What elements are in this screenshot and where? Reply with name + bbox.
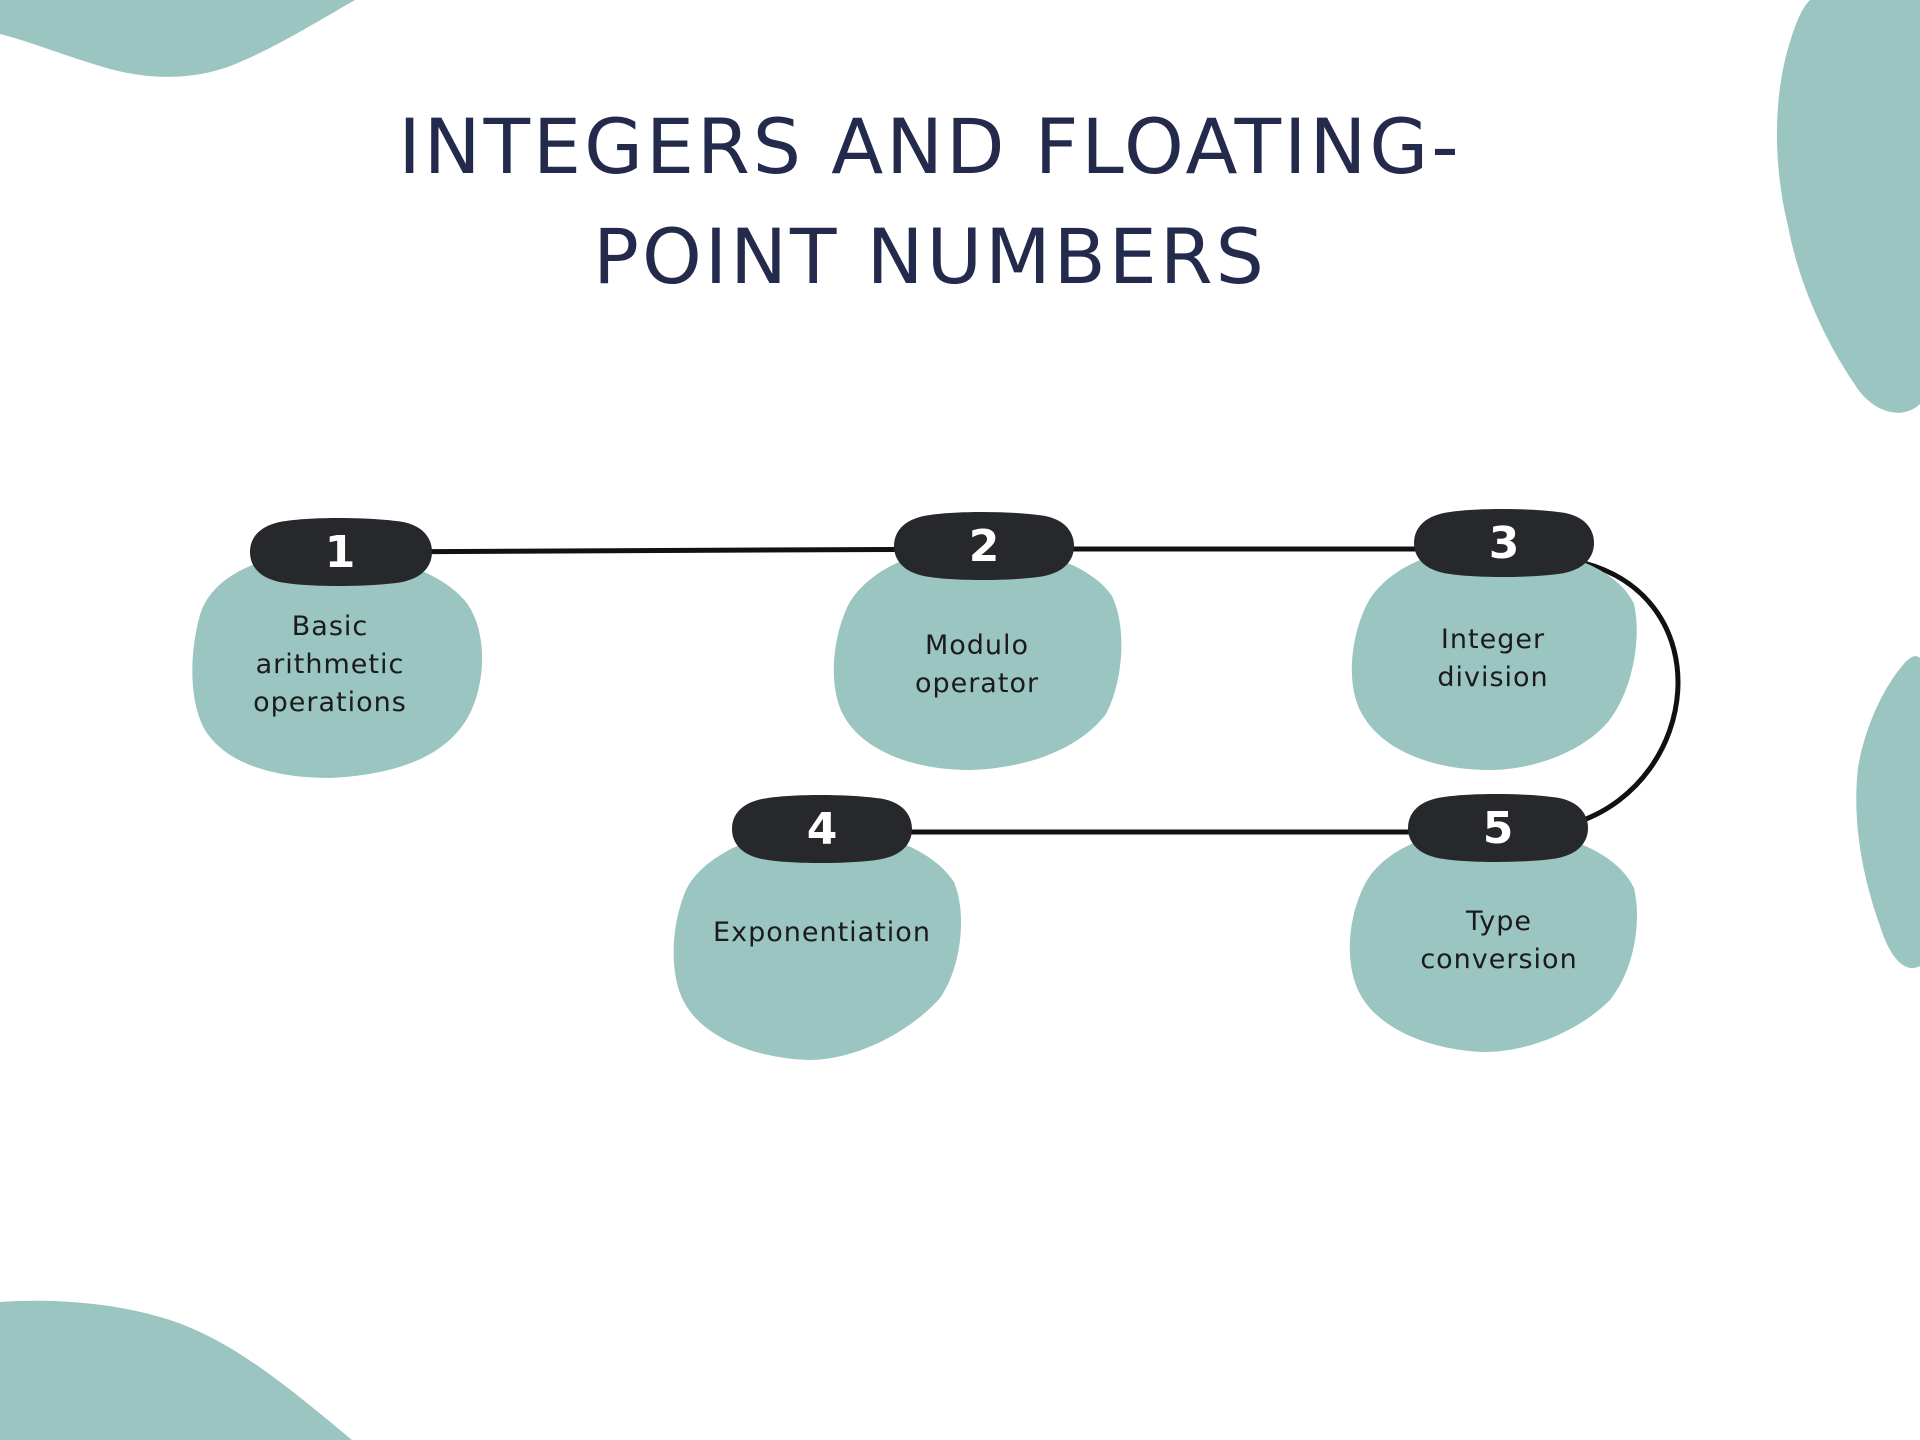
connector-1-2 [340,546,985,555]
step-label-text: Integer division [1437,624,1549,693]
step-label: Exponentiation [680,893,964,973]
number-pill-4 [732,795,912,863]
step-label: Integer division [1368,604,1618,714]
number-pill-1 [250,518,432,586]
step-label: Modulo operator [852,610,1102,720]
step-label-text: Exponentiation [713,917,931,948]
step-number: 2 [894,514,1074,578]
step-blob-2 [833,546,1122,770]
page-title: INTEGERS AND FLOATING- POINT NUMBERS [0,92,1860,312]
step-blob-5 [1349,828,1637,1052]
step-label-text: Modulo operator [914,630,1040,699]
page-title-line-2: POINT NUMBERS [593,212,1267,301]
number-pill-2 [894,512,1074,580]
step-label: Basic arithmetic operations [205,600,455,730]
step-number-text: 5 [1482,802,1514,854]
step-number: 1 [250,520,430,584]
connector-3-5 [1577,560,1681,825]
step-number-text: 2 [968,520,1000,572]
step-number-text: 1 [324,526,356,578]
step-blob-4 [673,828,962,1060]
step-label-text: Type conversion [1420,906,1578,975]
corner-blob-top-left [0,0,355,77]
page-title-line-1: INTEGERS AND FLOATING- [398,102,1462,191]
step-blob-3 [1351,546,1637,770]
corner-blob-bottom-left [0,1300,352,1440]
step-number: 3 [1414,511,1594,575]
step-number: 5 [1408,796,1588,860]
step-number: 4 [732,797,912,861]
edge-blob-top-right [1776,0,1920,413]
step-number-text: 3 [1488,517,1520,569]
step-blob-1 [192,552,483,778]
number-pill-3 [1414,509,1594,577]
number-pill-5 [1408,794,1588,862]
step-label: Type conversion [1374,886,1624,996]
step-number-text: 4 [806,803,838,855]
step-label-text: Basic arithmetic operations [253,611,407,718]
edge-blob-right [1856,656,1920,969]
